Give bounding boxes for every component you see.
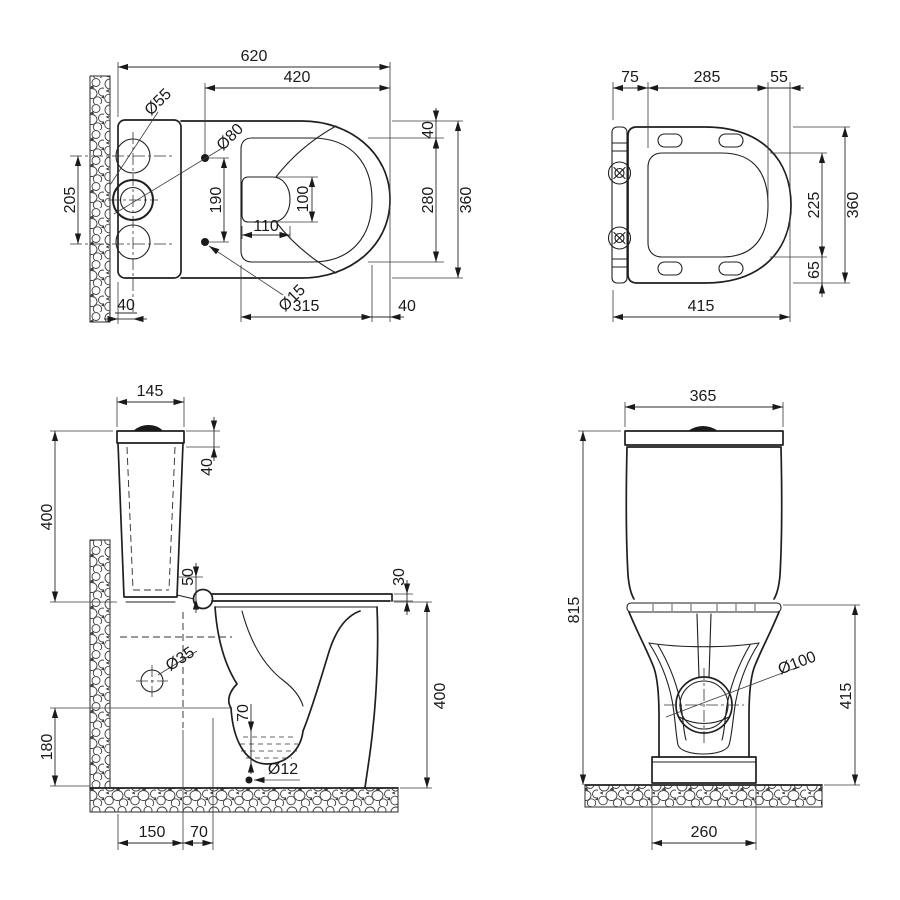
- seat-ring-plan: [240, 137, 373, 263]
- seat-geometry: [607, 126, 792, 284]
- dim-side-400-bowl: 400: [432, 683, 449, 710]
- dim-seat-360: 360: [845, 192, 862, 219]
- dim-seat-75: 75: [621, 69, 639, 86]
- inlet-hole-side: [136, 665, 168, 697]
- dim-plan-315: 315: [293, 298, 320, 315]
- dim-plan-620: 620: [241, 48, 268, 65]
- dim-plan-205: 205: [62, 187, 79, 214]
- dim-plan-40-top: 40: [420, 121, 437, 139]
- funnel-outline-front: [648, 642, 760, 755]
- tank-lid-front: [624, 430, 784, 446]
- plan-view: 620 420 40 280 360 315 40: [62, 48, 475, 324]
- dim-side-30: 30: [391, 568, 408, 586]
- dim-side-dia12: Ø12: [268, 761, 298, 778]
- dim-seat-55: 55: [770, 69, 788, 86]
- dim-seat-415: 415: [688, 298, 715, 315]
- front-geometry: [584, 426, 823, 808]
- dim-front-415: 415: [838, 683, 855, 710]
- dim-side-70-trap: 70: [190, 824, 208, 841]
- tank-lid-side: [116, 430, 185, 444]
- dim-front-dia100: Ø100: [776, 648, 819, 678]
- dim-plan-40-back: 40: [117, 297, 135, 314]
- dim-seat-65: 65: [806, 261, 823, 279]
- seat-dimensions: 75 285 55 225 65 360 415: [612, 69, 862, 322]
- dim-plan-280: 280: [420, 187, 437, 214]
- dim-side-40: 40: [199, 458, 216, 476]
- dim-plan-100: 100: [295, 186, 312, 213]
- hinge-band-front: [626, 602, 782, 613]
- plan-geometry: [70, 75, 391, 323]
- dim-plan-dia55: Ø55: [142, 86, 175, 119]
- floor-hatch-side: [89, 787, 399, 813]
- flush-pipe-front: [696, 613, 712, 678]
- dim-side-70-water: 70: [235, 704, 252, 722]
- dim-side-150: 150: [139, 824, 166, 841]
- dim-side-dia35: Ø35: [163, 644, 198, 675]
- side-view: 145 40 400 50 30: [39, 383, 449, 850]
- wall-hatch-side: [89, 539, 111, 789]
- seat-bumper: [718, 133, 744, 148]
- outlet-opening-plan: [241, 176, 291, 223]
- seat-bumper: [718, 261, 744, 276]
- bowl-silhouette-front: [628, 611, 780, 758]
- cistern-plan: [117, 119, 182, 279]
- dim-plan-190: 190: [208, 187, 225, 214]
- pedestal-base-front: [651, 756, 757, 784]
- wall-hatch-plan: [89, 75, 111, 323]
- plan-dimensions: 620 420 40 280 360 315 40: [62, 48, 475, 324]
- hinge-screw: [607, 161, 632, 185]
- flush-button-side: [133, 425, 163, 431]
- dim-seat-285: 285: [694, 69, 721, 86]
- seat-lid-body: [627, 126, 792, 284]
- dim-front-365: 365: [690, 388, 717, 405]
- dim-plan-420: 420: [284, 69, 311, 86]
- hinge-screw: [607, 226, 632, 250]
- dim-side-50: 50: [180, 568, 197, 586]
- dim-side-180: 180: [39, 734, 56, 761]
- floor-hatch-front: [584, 784, 823, 808]
- bowl-inner-arc-lower: [275, 221, 337, 274]
- flush-button-front: [688, 426, 718, 431]
- dim-plan-360: 360: [458, 187, 475, 214]
- hinge-band-ticks: [652, 604, 756, 611]
- bowl-section-side: [214, 606, 361, 765]
- front-dimensions: 365 815 Ø100 415 260: [566, 388, 860, 850]
- dim-front-815: 815: [566, 597, 583, 624]
- dim-plan-dia80: Ø80: [214, 121, 247, 154]
- bowl-back-side: [364, 606, 379, 789]
- tank-inner-dashed: [126, 446, 176, 591]
- dim-seat-225: 225: [806, 192, 823, 219]
- seat-bumper: [657, 133, 683, 148]
- funnel-top-front: [648, 642, 760, 648]
- side-geometry: [89, 425, 399, 813]
- front-view: 365 815 Ø100 415 260: [566, 388, 860, 850]
- floor-fixing-dot: [245, 776, 253, 784]
- dim-side-400-tank: 400: [39, 504, 56, 531]
- internal-dashed-side: [120, 612, 232, 728]
- outlet-circle-front: [664, 668, 744, 745]
- bowl-inner-arc-upper: [275, 125, 337, 178]
- seat-bumper: [657, 261, 683, 276]
- fixing-hole-dot-bottom: [201, 238, 209, 246]
- tank-body-side: [117, 442, 184, 598]
- seat-hinge-bar: [611, 126, 628, 284]
- fixing-hole-dot-top: [201, 154, 209, 162]
- trap-water: [240, 736, 298, 759]
- bowl-inner-side: [241, 610, 304, 707]
- seat-opening: [647, 152, 769, 258]
- seat-profile-side: [211, 593, 393, 602]
- tank-body-front: [625, 446, 783, 600]
- dim-plan-110: 110: [253, 218, 279, 235]
- dim-plan-40-front: 40: [398, 298, 416, 315]
- seat-view: 75 285 55 225 65 360 415: [607, 69, 862, 322]
- dim-side-145: 145: [137, 383, 164, 400]
- dim-front-260: 260: [691, 824, 718, 841]
